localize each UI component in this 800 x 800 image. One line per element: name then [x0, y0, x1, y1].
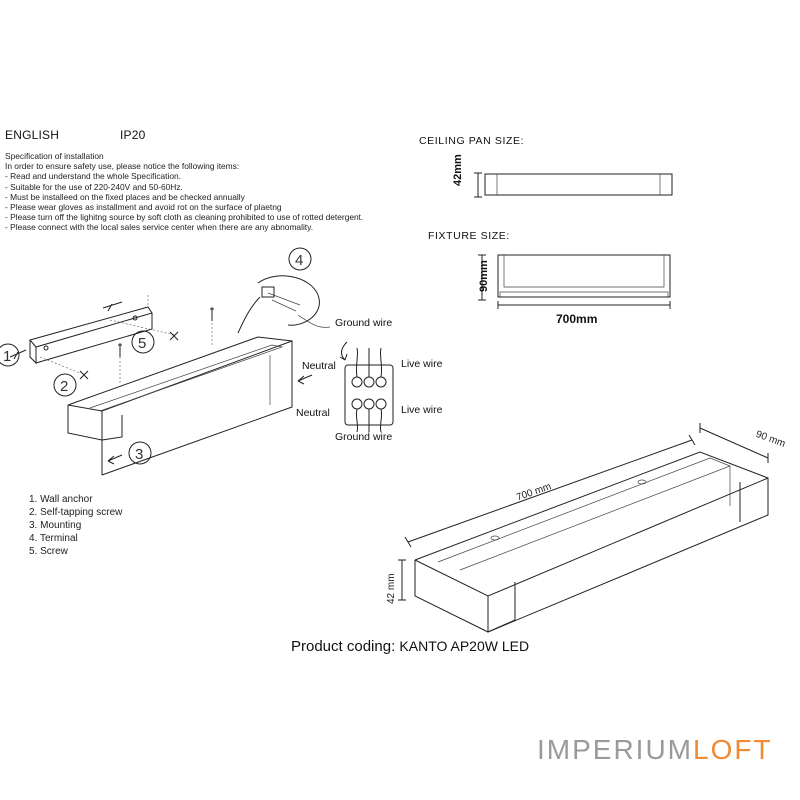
fixture-width: 700mm	[556, 312, 598, 326]
spec-item: - Suitable for the use of 220-240V and 5…	[5, 181, 183, 192]
spec-item: - Please wear gloves as installment and …	[5, 202, 282, 213]
spec-item: - Please connect with the local sales se…	[5, 222, 314, 233]
ceiling-pan-height: 42mm	[452, 154, 464, 186]
spec-item: - Read and understand the whole Specific…	[5, 171, 181, 182]
brand-accent: LOFT	[693, 734, 773, 765]
ceiling-pan-size-label: CEILING PAN SIZE:	[419, 135, 525, 147]
isometric-product-drawing	[398, 423, 769, 633]
legend-item: 5. Screw	[29, 546, 68, 557]
wiring-ground-bottom: Ground wire	[335, 431, 393, 443]
brand-primary: IMPERIUM	[537, 734, 693, 765]
legend-item: 3. Mounting	[29, 520, 82, 531]
product-coding: Product coding: KANTO AP20W LED	[291, 638, 529, 655]
fixture-front-drawing	[478, 254, 671, 309]
ceiling-pan-drawing	[474, 172, 673, 198]
callout-2: 2	[60, 378, 68, 395]
callout-3: 3	[135, 446, 143, 463]
fixture-size-label: FIXTURE SIZE:	[428, 230, 510, 242]
ip-rating: IP20	[120, 128, 146, 142]
wiring-neutral-2: Neutral	[296, 407, 330, 419]
spec-item: - Must be installeed on the fixed places…	[5, 191, 245, 202]
product-coding-label: Product coding:	[291, 638, 396, 655]
spec-intro: In order to ensure safety use, please no…	[5, 161, 240, 172]
wiring-ground-top: Ground wire	[335, 317, 393, 329]
brand-logo: IMPERIUMLOFT	[537, 734, 773, 766]
wiring-live-1: Live wire	[401, 358, 443, 370]
spec-title: Specification of installation	[5, 151, 104, 161]
parts-legend: 1. Wall anchor 2. Self-tapping screw 3. …	[29, 493, 122, 558]
callout-4: 4	[295, 252, 303, 269]
wiring-neutral-1: Neutral	[302, 360, 336, 372]
iso-height-label: 42 mm	[386, 573, 397, 604]
spec-item: - Please turn off the lighitng source by…	[5, 212, 364, 223]
wiring-live-2: Live wire	[401, 404, 443, 416]
wiring-terminal-diagram	[339, 341, 394, 433]
fixture-height: 90mm	[478, 260, 490, 292]
callout-1: 1	[3, 348, 11, 365]
legend-item: 2. Self-tapping screw	[29, 507, 123, 518]
product-coding-value: KANTO AP20W LED	[399, 638, 530, 654]
installation-drawing: 1 2 3 4 5	[0, 247, 331, 476]
legend-item: 1. Wall anchor	[29, 494, 93, 505]
callout-5: 5	[138, 335, 146, 352]
language-label: ENGLISH	[5, 128, 60, 142]
specification-block: Specification of installation In order t…	[5, 151, 363, 233]
legend-item: 4. Terminal	[29, 533, 78, 544]
